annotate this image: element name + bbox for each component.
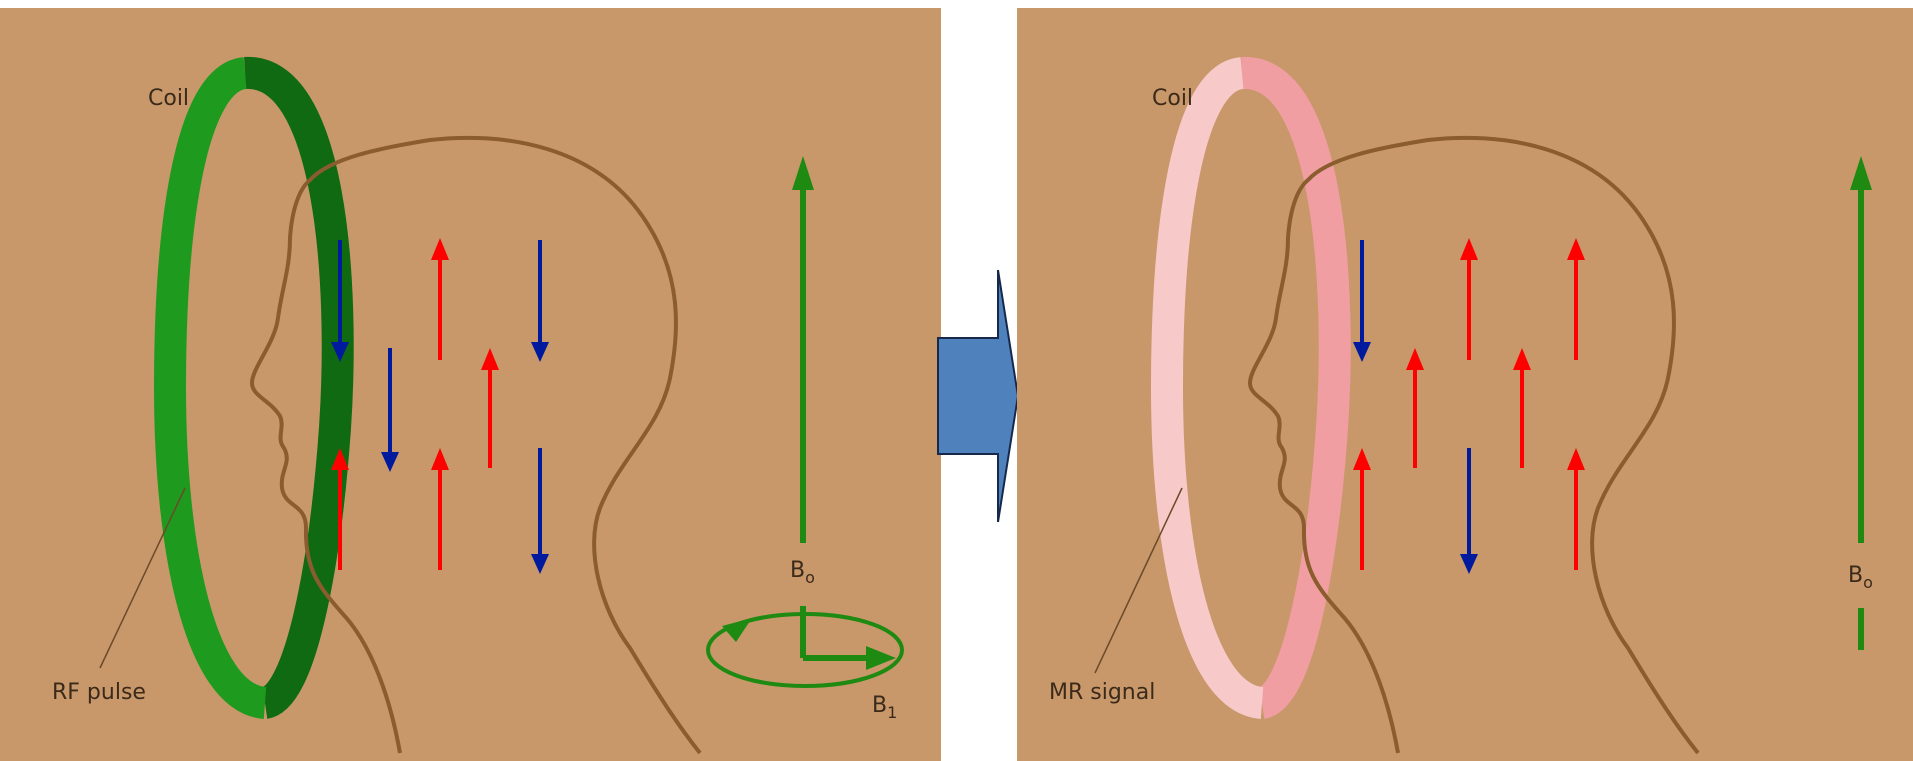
spin-up-arrow [431,448,449,570]
spin-down-arrow [1460,448,1478,574]
spin-down-arrow [531,448,549,574]
spin-up-arrow [1567,448,1585,570]
mr-signal-label: MR signal [1049,680,1155,705]
spin-up-arrow [1353,448,1371,570]
rf-pulse-label: RF pulse [52,680,146,705]
spin-down-arrow [1353,240,1371,362]
b0-field-arrow [792,156,814,543]
transition-arrow [936,268,1020,524]
left-panel-before-rf: Coil RF pulse Bo B1 [0,8,941,761]
coil-label: Coil [148,86,189,111]
spin-up-arrow [431,238,449,360]
b1-subscript: 1 [887,703,897,722]
b0-label: Bo [1848,563,1873,588]
b0-subscript: o [1863,573,1873,592]
spin-up-arrow [1406,348,1424,468]
b0-label: Bo [790,558,815,583]
spin-up-arrow [481,348,499,468]
b1-label: B1 [872,693,897,718]
spin-up-arrow [1460,238,1478,360]
coil-front [170,73,265,703]
spin-down-arrow [381,348,399,472]
spin-up-arrow [1513,348,1531,468]
spin-up-arrow [1567,238,1585,360]
coil-label: Coil [1152,86,1193,111]
spin-arrows [331,238,549,574]
b0-subscript: o [805,568,815,587]
spin-down-arrow [531,240,549,362]
right-diagram [1017,8,1913,761]
right-panel-after-rf: Coil MR signal Bo [1017,8,1913,761]
coil-front [1167,73,1262,703]
spin-arrows [1353,238,1585,574]
b1-orbit-arrowhead [722,618,752,642]
b1-rotating-field [708,606,902,686]
left-diagram [0,8,941,761]
